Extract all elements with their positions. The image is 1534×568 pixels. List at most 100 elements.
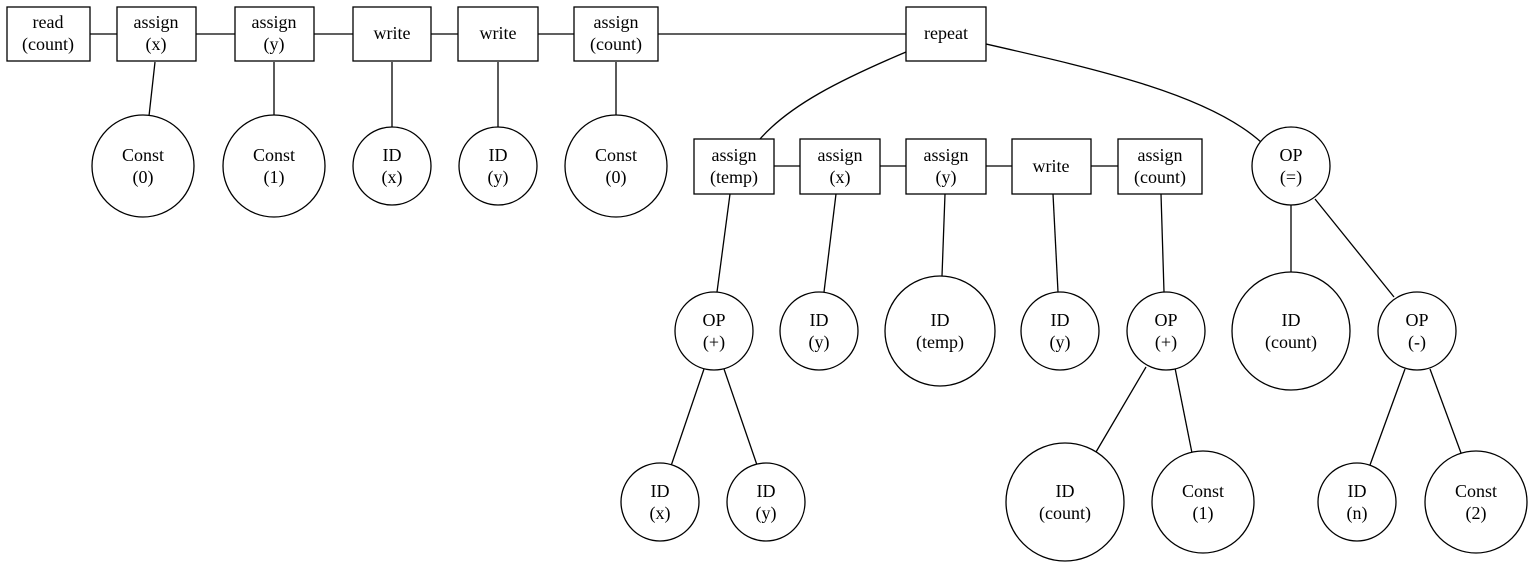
node-label: (temp): [710, 167, 758, 188]
edge-opplus2-idcount: [1095, 366, 1147, 453]
node-label: (1): [264, 167, 285, 188]
node-label: (2): [1466, 503, 1487, 524]
node-box: [352, 6, 432, 62]
node-repeat: repeat: [905, 6, 987, 62]
node-label: assign: [712, 145, 757, 165]
node-label: ID: [931, 310, 950, 330]
node-const-0-a: Const (0): [91, 114, 195, 218]
node-label: (x): [830, 167, 851, 188]
node-label: OP: [1405, 310, 1428, 330]
node-label: write: [480, 23, 517, 43]
node-label: (count): [1039, 503, 1091, 524]
node-label: ID: [810, 310, 829, 330]
edge-assigncount2-opplus2: [1160, 193, 1165, 293]
edge-assignx-const0: [148, 61, 156, 117]
node-op-minus: OP (-): [1377, 291, 1457, 371]
node-label: Const: [253, 145, 295, 165]
edge-opminus-idn: [1369, 368, 1406, 466]
node-label: ID: [383, 145, 402, 165]
node-circle: [1377, 291, 1457, 371]
node-assign-y-2: assign (y): [905, 138, 987, 195]
node-assign-y: assign (y): [234, 6, 315, 62]
node-box: [799, 138, 881, 195]
node-circle: [620, 462, 700, 542]
node-id-y-b: ID (y): [779, 291, 859, 371]
node-label: assign: [818, 145, 863, 165]
node-circle: [91, 114, 195, 218]
node-box: [457, 6, 539, 62]
node-label: ID: [1056, 481, 1075, 501]
edge-opplus1-idy: [723, 368, 758, 466]
node-label: Const: [1455, 481, 1497, 501]
node-label: (y): [756, 503, 777, 524]
node-write-2: write: [457, 6, 539, 62]
node-label: (count): [1134, 167, 1186, 188]
edges: [90, 33, 1462, 467]
node-label: (x): [382, 167, 403, 188]
node-label: assign: [134, 12, 179, 32]
edge-opminus-const2: [1429, 368, 1462, 454]
edge-opeq-opminus: [1314, 198, 1395, 298]
node-const-2: Const (2): [1424, 450, 1528, 554]
node-label: OP: [1279, 145, 1302, 165]
node-label: (y): [488, 167, 509, 188]
node-assign-temp: assign (temp): [693, 138, 775, 195]
node-label: write: [374, 23, 411, 43]
node-circle: [1020, 291, 1100, 371]
node-box: [234, 6, 315, 62]
node-op-plus-2: OP (+): [1126, 291, 1206, 371]
node-circle: [1424, 450, 1528, 554]
node-read-count: read (count): [6, 6, 91, 62]
node-box: [6, 6, 91, 62]
node-label: ID: [1348, 481, 1367, 501]
node-label: (x): [146, 34, 167, 55]
node-label: write: [1033, 156, 1070, 176]
node-circle: [564, 114, 668, 218]
node-label: ID: [1282, 310, 1301, 330]
node-box: [693, 138, 775, 195]
node-id-y-d: ID (y): [726, 462, 806, 542]
node-label: read: [33, 12, 64, 32]
node-label: assign: [594, 12, 639, 32]
node-id-count-b: ID (count): [1005, 442, 1125, 562]
node-circle: [674, 291, 754, 371]
node-id-count-a: ID (count): [1231, 271, 1351, 391]
node-label: (+): [1155, 332, 1177, 353]
node-label: (+): [703, 332, 725, 353]
node-label: (y): [936, 167, 957, 188]
node-label: (x): [650, 503, 671, 524]
node-label: (y): [264, 34, 285, 55]
node-box: [905, 138, 987, 195]
node-label: assign: [924, 145, 969, 165]
node-id-x-a: ID (x): [352, 126, 432, 206]
node-circle: [1317, 462, 1397, 542]
node-circle: [1151, 450, 1255, 554]
node-box: [116, 6, 197, 62]
node-label: Const: [1182, 481, 1224, 501]
edge-assigntemp-opplus1: [716, 193, 731, 293]
node-circle: [1005, 442, 1125, 562]
node-label: ID: [489, 145, 508, 165]
node-circle: [458, 126, 538, 206]
node-circle: [1126, 291, 1206, 371]
edge-opplus1-idx: [670, 368, 705, 467]
node-assign-count-2: assign (count): [1117, 138, 1203, 195]
node-label: Const: [595, 145, 637, 165]
node-label: ID: [651, 481, 670, 501]
node-label: ID: [1051, 310, 1070, 330]
edge-assignx2-idy: [823, 193, 837, 293]
node-label: ID: [757, 481, 776, 501]
node-assign-count: assign (count): [573, 6, 659, 62]
node-label: (y): [809, 332, 830, 353]
edge-repeat-opeq: [985, 43, 1263, 144]
node-label: (-): [1408, 332, 1426, 353]
node-label: assign: [252, 12, 297, 32]
node-label: (temp): [916, 332, 964, 353]
node-circle: [1251, 126, 1331, 206]
edge-opplus2-const1: [1174, 367, 1193, 454]
node-label: (n): [1347, 503, 1368, 524]
node-assign-x-2: assign (x): [799, 138, 881, 195]
node-id-temp: ID (temp): [884, 275, 996, 387]
node-assign-x: assign (x): [116, 6, 197, 62]
